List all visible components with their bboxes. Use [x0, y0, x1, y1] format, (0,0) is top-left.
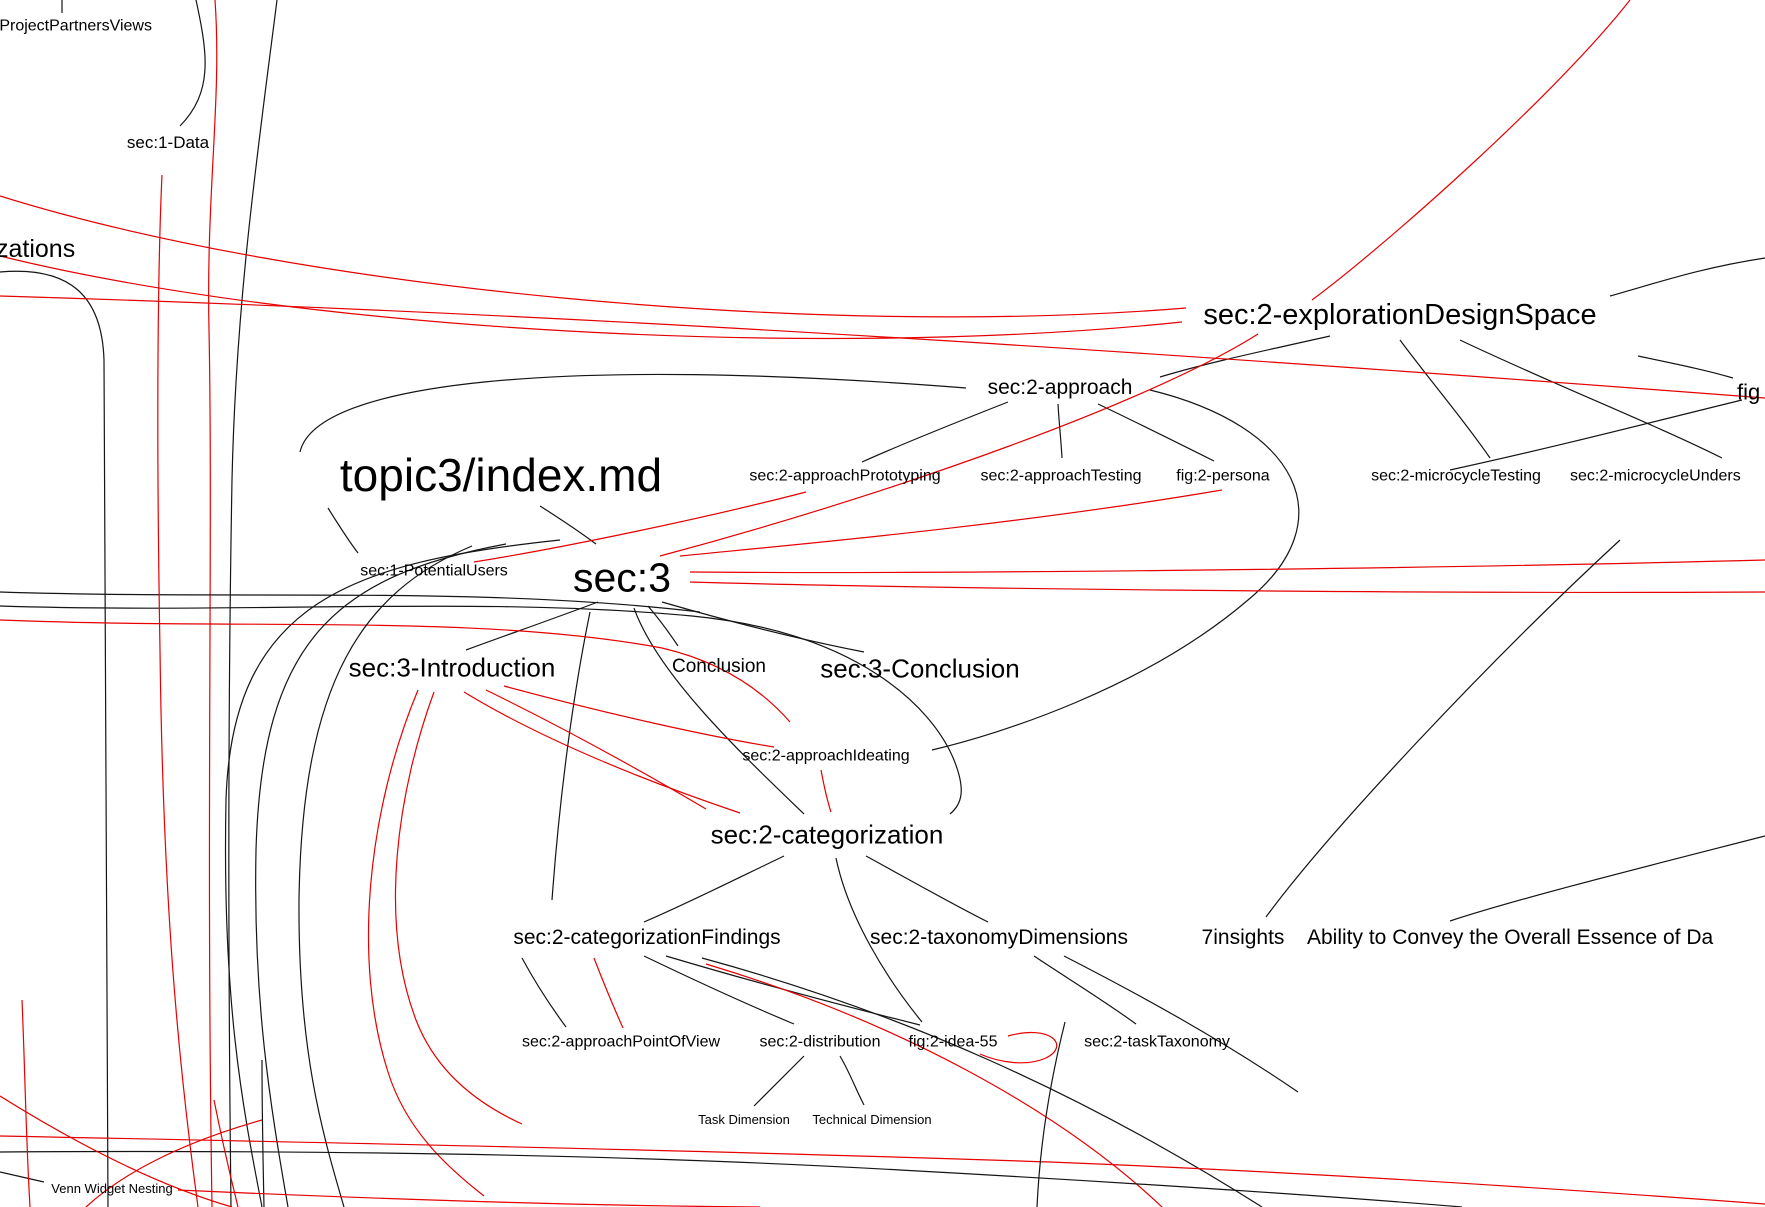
- edge-persona-to-sec3: [679, 489, 1223, 557]
- node-sec2-approach[interactable]: sec:2-approach: [987, 375, 1133, 399]
- node-topic3-index-md[interactable]: topic3/index.md: [339, 448, 663, 501]
- edge-index-loop-2: [255, 543, 507, 1207]
- edge-findings-stray-black: [701, 957, 1263, 1207]
- edge-bottom-horizontal-red: [0, 1135, 1765, 1205]
- edge-bottom-red-diag-3: [213, 1099, 239, 1207]
- node-fig2-persona[interactable]: fig:2-persona: [1176, 467, 1270, 485]
- edge-bottom-center-curve: [1036, 1021, 1066, 1207]
- node-venn-widget-nesting[interactable]: Venn Widget Nesting: [51, 1181, 173, 1197]
- node-sec2-approach-point-of-view[interactable]: sec:2-approachPointOfView: [521, 1033, 721, 1051]
- edge-index-to-potential-users: [327, 507, 359, 554]
- edge-venn-red-horizontal: [177, 1189, 761, 1207]
- edge-bottom-horizontal-black: [0, 1150, 1463, 1207]
- edge-into-venn-widget-nesting: [0, 1171, 45, 1183]
- edge-sec3-to-conclusion: [647, 605, 679, 647]
- edge-introduction-loop-2: [367, 689, 485, 1197]
- edge-long-vertical-left-1: [228, 0, 278, 1207]
- node-project-partners-views[interactable]: -ProjectPartnersViews: [0, 17, 152, 35]
- edge-categorization-to-findings: [643, 855, 785, 923]
- node-sec2-distribution[interactable]: sec:2-distribution: [759, 1033, 881, 1051]
- edge-index-to-sec3: [539, 505, 597, 545]
- node-ability-to-convey[interactable]: Ability to Convey the Overall Essence of…: [1307, 925, 1714, 949]
- edge-left-bundle-to-categorization: [0, 605, 962, 815]
- edge-right-to-sec3-1: [689, 559, 1765, 574]
- edge-right-to-sec3-2: [689, 581, 1765, 593]
- edge-approach-to-testing: [1057, 403, 1063, 459]
- node-sec1-potential-users[interactable]: sec:1-PotentialUsers: [360, 562, 508, 580]
- edge-approach-to-prototyping: [861, 401, 1009, 463]
- edge-exploration-to-fig: [1637, 355, 1734, 379]
- edge-exploration-to-microcycle-unders: [1459, 339, 1723, 459]
- node-zations[interactable]: zations: [0, 234, 76, 263]
- edge-findings-stray-red: [705, 963, 1163, 1207]
- edge-ideating-to-categorization: [820, 769, 832, 813]
- node-sec3-introduction[interactable]: sec:3-Introduction: [348, 652, 556, 683]
- node-sec3-conclusion[interactable]: sec:3-Conclusion: [820, 653, 1020, 684]
- node-sec2-microcycle-testing[interactable]: sec:2-microcycleTesting: [1371, 467, 1541, 485]
- edge-introduction-loop-1: [394, 691, 523, 1125]
- edge-into-sec1-data: [179, 0, 206, 127]
- node-sec2-approach-testing[interactable]: sec:2-approachTesting: [980, 467, 1142, 485]
- edge-left-to-exploration-1: [0, 195, 1187, 318]
- node-technical-dimension[interactable]: Technical Dimension: [812, 1112, 932, 1128]
- edge-findings-to-point-of-view-red: [593, 957, 624, 1029]
- edge-approach-to-ideating: [931, 389, 1300, 751]
- node-insights7[interactable]: 7insights: [1201, 925, 1285, 949]
- edge-into-ability: [1449, 835, 1765, 922]
- node-fig-edge[interactable]: fig: [1737, 379, 1761, 405]
- node-sec2-approach-ideating[interactable]: sec:2-approachIdeating: [742, 747, 910, 765]
- edge-index-loop-3: [298, 545, 473, 1207]
- edge-into-point-of-view-black: [521, 957, 567, 1028]
- node-sec2-categorization[interactable]: sec:2-categorization: [710, 819, 944, 850]
- edge-up-to-fig: [1449, 399, 1743, 471]
- edge-stray-mid-vertical: [551, 611, 591, 901]
- edge-introduction-to-ideating: [503, 685, 775, 748]
- node-sec2-microcycle-unders[interactable]: sec:2-microcycleUnders: [1570, 467, 1741, 485]
- node-sec2-approach-prototyping[interactable]: sec:2-approachPrototyping: [749, 467, 941, 485]
- edge-taxonomy-to-task-taxonomy: [1033, 955, 1137, 1025]
- node-task-dimension[interactable]: Task Dimension: [698, 1112, 790, 1128]
- edge-left-to-exploration-2: [0, 255, 1183, 340]
- edge-approach-to-persona: [1097, 403, 1215, 462]
- node-sec2-task-taxonomy[interactable]: sec:2-taskTaxonomy: [1084, 1033, 1230, 1051]
- edge-sec3-to-sec3-conclusion: [661, 601, 865, 653]
- edge-exploration-to-approach: [1159, 335, 1331, 378]
- node-sec2-exploration-design-space[interactable]: sec:2-explorationDesignSpace: [1203, 298, 1597, 331]
- edge-bottom-black-vertical: [261, 1059, 265, 1207]
- node-conclusion[interactable]: Conclusion: [672, 656, 766, 678]
- edge-findings-to-idea55: [665, 955, 921, 1026]
- edge-sec3-to-exploration: [659, 333, 1259, 557]
- edge-distribution-to-technical-dimension: [839, 1055, 865, 1106]
- edge-distribution-to-task-dimension: [753, 1055, 805, 1107]
- edge-exploration-to-microcycle-testing: [1399, 339, 1491, 459]
- edge-into-7insights: [1265, 539, 1621, 918]
- edge-sec3-to-introduction: [465, 601, 599, 651]
- edge-long-vertical-left-red: [208, 0, 218, 1207]
- edge-left-red-vertical-2: [157, 174, 199, 1207]
- edge-bottom-red-vertical: [21, 999, 31, 1207]
- edge-introduction-to-categorization-2: [463, 691, 741, 814]
- node-sec1-data[interactable]: sec:1-Data: [126, 133, 210, 153]
- edge-categorization-to-taxonomy: [865, 855, 989, 923]
- node-sec2-taxonomy-dimensions[interactable]: sec:2-taxonomyDimensions: [870, 925, 1128, 949]
- edge-topright-to-exploration: [1311, 0, 1631, 301]
- edge-right-to-exploration: [1609, 257, 1765, 297]
- edge-sec3-to-categorization: [633, 607, 805, 815]
- edge-prototyping-to-potential-users: [473, 491, 807, 563]
- edge-taxonomy-stray: [1063, 955, 1299, 1093]
- edge-index-loop-1: [224, 539, 561, 1207]
- edge-introduction-to-categorization-1: [485, 689, 707, 810]
- edge-index-to-approach: [299, 373, 967, 453]
- edge-zations-loop: [0, 270, 109, 1207]
- node-fig2-idea-55[interactable]: fig:2-idea-55: [908, 1033, 998, 1051]
- edge-findings-to-distribution: [643, 955, 795, 1025]
- node-sec3[interactable]: sec:3: [573, 554, 671, 601]
- node-sec2-categorization-findings[interactable]: sec:2-categorizationFindings: [513, 925, 781, 949]
